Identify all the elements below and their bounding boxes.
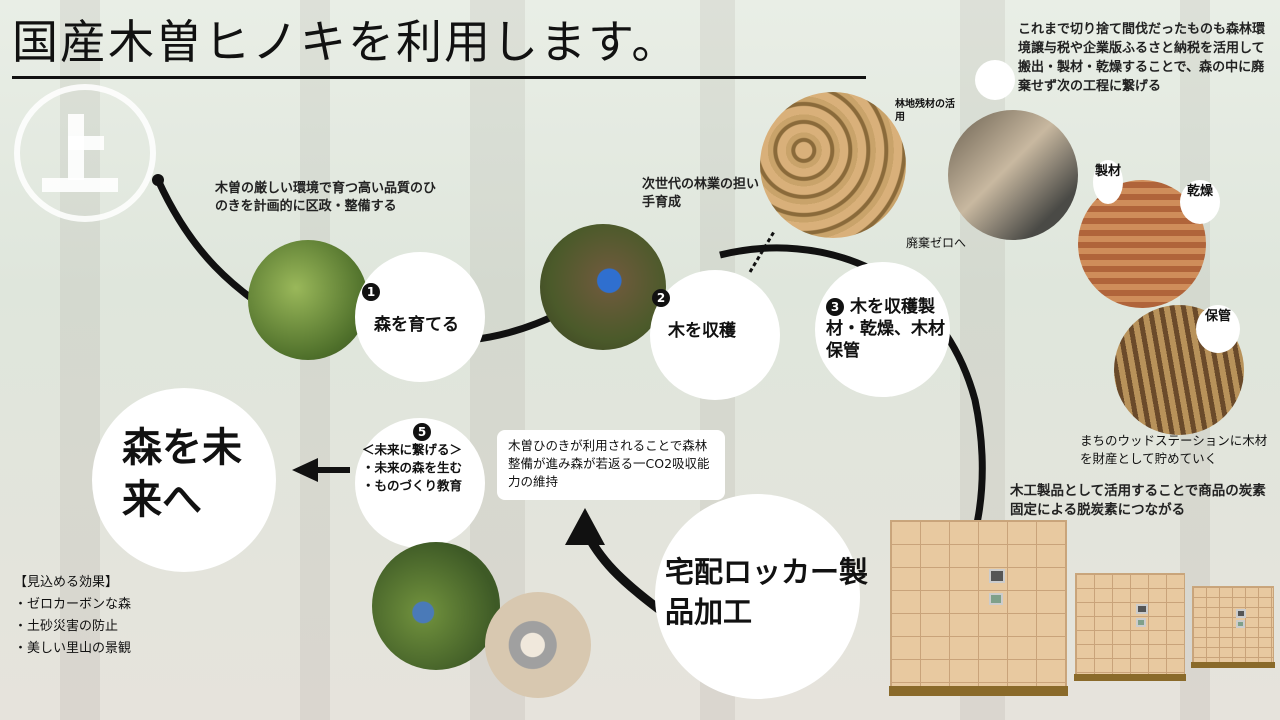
- badge-kanso: 乾燥: [1180, 180, 1220, 224]
- sawmill-photo: [948, 110, 1078, 240]
- locker-large: [889, 520, 1068, 696]
- step2-label: 2 木を収穫: [652, 288, 772, 341]
- education-photo-1: [372, 542, 500, 670]
- wood-station-note: まちのウッドステーションに木材を財産として貯めていく: [1080, 433, 1268, 466]
- step2-note: 次世代の林業の担い手育成: [642, 177, 760, 210]
- step1-text: 森を育てる: [374, 315, 459, 335]
- future-label: 森を未来へ: [122, 425, 242, 523]
- step4-circle: [655, 494, 860, 699]
- intro-note: 木曽の厳しい環境で育つ高い品質のひのきを計画的に区政・整備する: [215, 181, 437, 214]
- step3-circle: [815, 262, 950, 397]
- page-title: 国産木曽ヒノキを利用します。: [12, 14, 866, 79]
- forest-residue-label: 林地残材の活用: [895, 99, 955, 123]
- effects-block: 【見込める効果】 ・ゼロカーボンな森 ・土砂災害の防止 ・美しい里山の景観: [14, 572, 214, 660]
- logs-photo: [760, 92, 906, 238]
- effects-item: ・ゼロカーボンな森: [14, 597, 132, 612]
- carbon-note: 木工製品として活用することで商品の炭素固定による脱炭素につながる: [1010, 483, 1266, 518]
- step3-text: 木を収穫製材・乾燥、木材保管: [826, 297, 945, 361]
- zero-waste-label: 廃棄ゼロへ: [906, 236, 967, 250]
- small-white-circle: [975, 60, 1015, 100]
- step1-circle: [355, 252, 485, 382]
- step2-circle: [650, 270, 780, 400]
- future-circle: [92, 388, 276, 572]
- cycle-note: 木曽ひのきが利用されることで森林整備が進み森が若返る一CO2吸収能力の維持: [508, 438, 710, 489]
- step2-number: 2: [652, 289, 670, 307]
- badge-seizai: 製材: [1093, 160, 1123, 204]
- cycle-note-box: [497, 430, 725, 500]
- effects-item: ・土砂災害の防止: [14, 619, 119, 634]
- step3-number: 3: [826, 298, 844, 316]
- logo-icon: [14, 84, 156, 222]
- effects-heading: 【見込める効果】: [14, 575, 119, 590]
- step1-number: 1: [362, 283, 380, 301]
- harvest-photo: [540, 224, 666, 350]
- step2-text: 木を収穫: [668, 321, 736, 341]
- forest-photo: [248, 240, 368, 360]
- step5-item: ・未来の森を生む: [362, 459, 463, 475]
- step5-heading: ＜未来に繋げる＞: [362, 441, 463, 457]
- effects-item: ・美しい里山の景観: [14, 641, 132, 656]
- badge-hokan: 保管: [1196, 305, 1240, 353]
- locker-medium: [1074, 573, 1186, 681]
- locker-small: [1191, 586, 1275, 668]
- step4-label: 宅配ロッカー製品加工: [665, 555, 869, 629]
- education-photo-2: [485, 592, 591, 698]
- step5-number: 5: [413, 422, 431, 441]
- step1-label: 1 森を育てる: [362, 282, 482, 335]
- top-right-note: これまで切り捨て間伐だったものも森林環境譲与税や企業版ふるさと納税を活用して搬出…: [1018, 22, 1266, 94]
- step5-block: 5 ＜未来に繋げる＞ ・未来の森を生む ・ものづくり教育: [362, 422, 482, 495]
- step5-item: ・ものづくり教育: [362, 477, 463, 493]
